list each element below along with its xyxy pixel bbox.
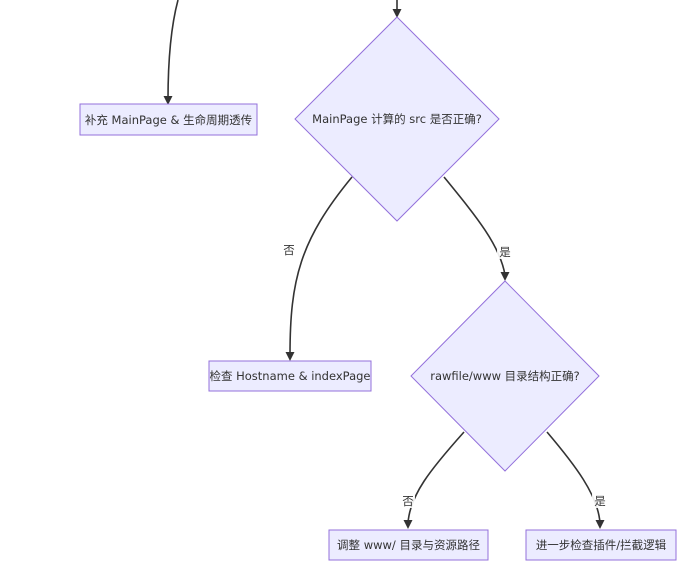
node-adjust-www: 调整 www/ 目录与资源路径: [328, 529, 489, 561]
node-label: rawfile/www 目录结构正确?: [430, 369, 580, 383]
edge-rawfile-yes: [546, 431, 601, 524]
edge-label-src-yes: 是: [497, 243, 513, 259]
edge-rawfile-no: [407, 431, 465, 524]
edge-label-rawfile-yes: 是: [592, 492, 608, 508]
node-check-plugin: 进一步检查插件/拦截逻辑: [525, 529, 677, 561]
arrowhead: [403, 520, 413, 529]
edge-label-src-no: 否: [282, 241, 296, 257]
edge-src-yes: [443, 176, 506, 276]
edge-to-supplement: [167, 0, 179, 101]
arrowhead: [595, 520, 605, 529]
node-label: 补充 MainPage & 生命周期透传: [85, 113, 252, 127]
node-label: 检查 Hostname & indexPage: [209, 369, 370, 383]
edge-label-rawfile-no: 否: [401, 492, 415, 508]
arrowhead: [163, 96, 173, 105]
node-decision-src: MainPage 计算的 src 是否正确?: [294, 16, 500, 222]
node-label: 进一步检查插件/拦截逻辑: [536, 538, 667, 552]
arrowhead: [500, 272, 510, 281]
edge-src-no: [289, 176, 353, 356]
edge-label-text: 否: [283, 243, 295, 257]
node-supplement-mainpage: 补充 MainPage & 生命周期透传: [79, 103, 258, 136]
edge-label-text: 是: [499, 245, 511, 259]
edge-label-text: 是: [594, 494, 606, 508]
node-check-hostname: 检查 Hostname & indexPage: [208, 360, 372, 392]
arrowhead: [392, 9, 402, 18]
arrowhead: [285, 352, 295, 361]
node-label: 调整 www/ 目录与资源路径: [337, 538, 480, 552]
node-decision-rawfile: rawfile/www 目录结构正确?: [410, 280, 600, 472]
node-label: MainPage 计算的 src 是否正确?: [312, 112, 482, 126]
edge-label-text: 否: [402, 494, 414, 508]
